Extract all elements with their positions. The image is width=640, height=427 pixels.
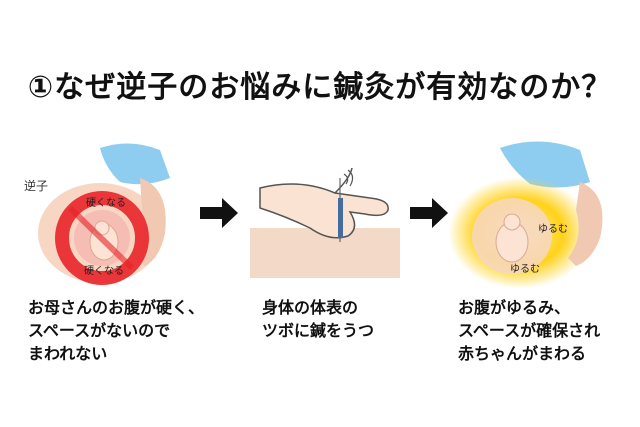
hard-label-top: 硬くなる: [86, 197, 126, 209]
panel-hard-belly: 逆子 硬くなる 硬くなる: [20, 138, 200, 288]
hard-belly-illustration: 逆子 硬くなる 硬くなる: [24, 143, 170, 285]
loose-label-top: ゆるむ: [538, 223, 568, 235]
hard-label-bottom: 硬くなる: [84, 265, 124, 277]
caption-acupuncture: 身体の体表の ツボに鍼をうつ: [262, 298, 375, 340]
arrow-right-icon: [408, 196, 450, 230]
loose-label-bottom: ゆるむ: [510, 263, 540, 275]
caption-relaxed-belly: お腹がゆるみ、 スペースが確保され 赤ちゃんがまわる: [458, 298, 601, 363]
page-title: ①なぜ逆子のお悩みに鍼灸が有効なのか？: [27, 70, 613, 105]
acupuncture-illustration: [250, 167, 400, 278]
panel-relaxed-belly: ゆるむ ゆるむ: [448, 138, 630, 289]
arrow-right-icon: [198, 196, 240, 230]
relaxed-belly-illustration: ゆるむ ゆるむ: [448, 141, 603, 289]
panel-acupuncture: [240, 138, 420, 288]
caption-hard-belly: お母さんのお腹が硬く、 スペースがないので まわれない: [28, 298, 205, 363]
breech-label: 逆子: [24, 178, 48, 193]
